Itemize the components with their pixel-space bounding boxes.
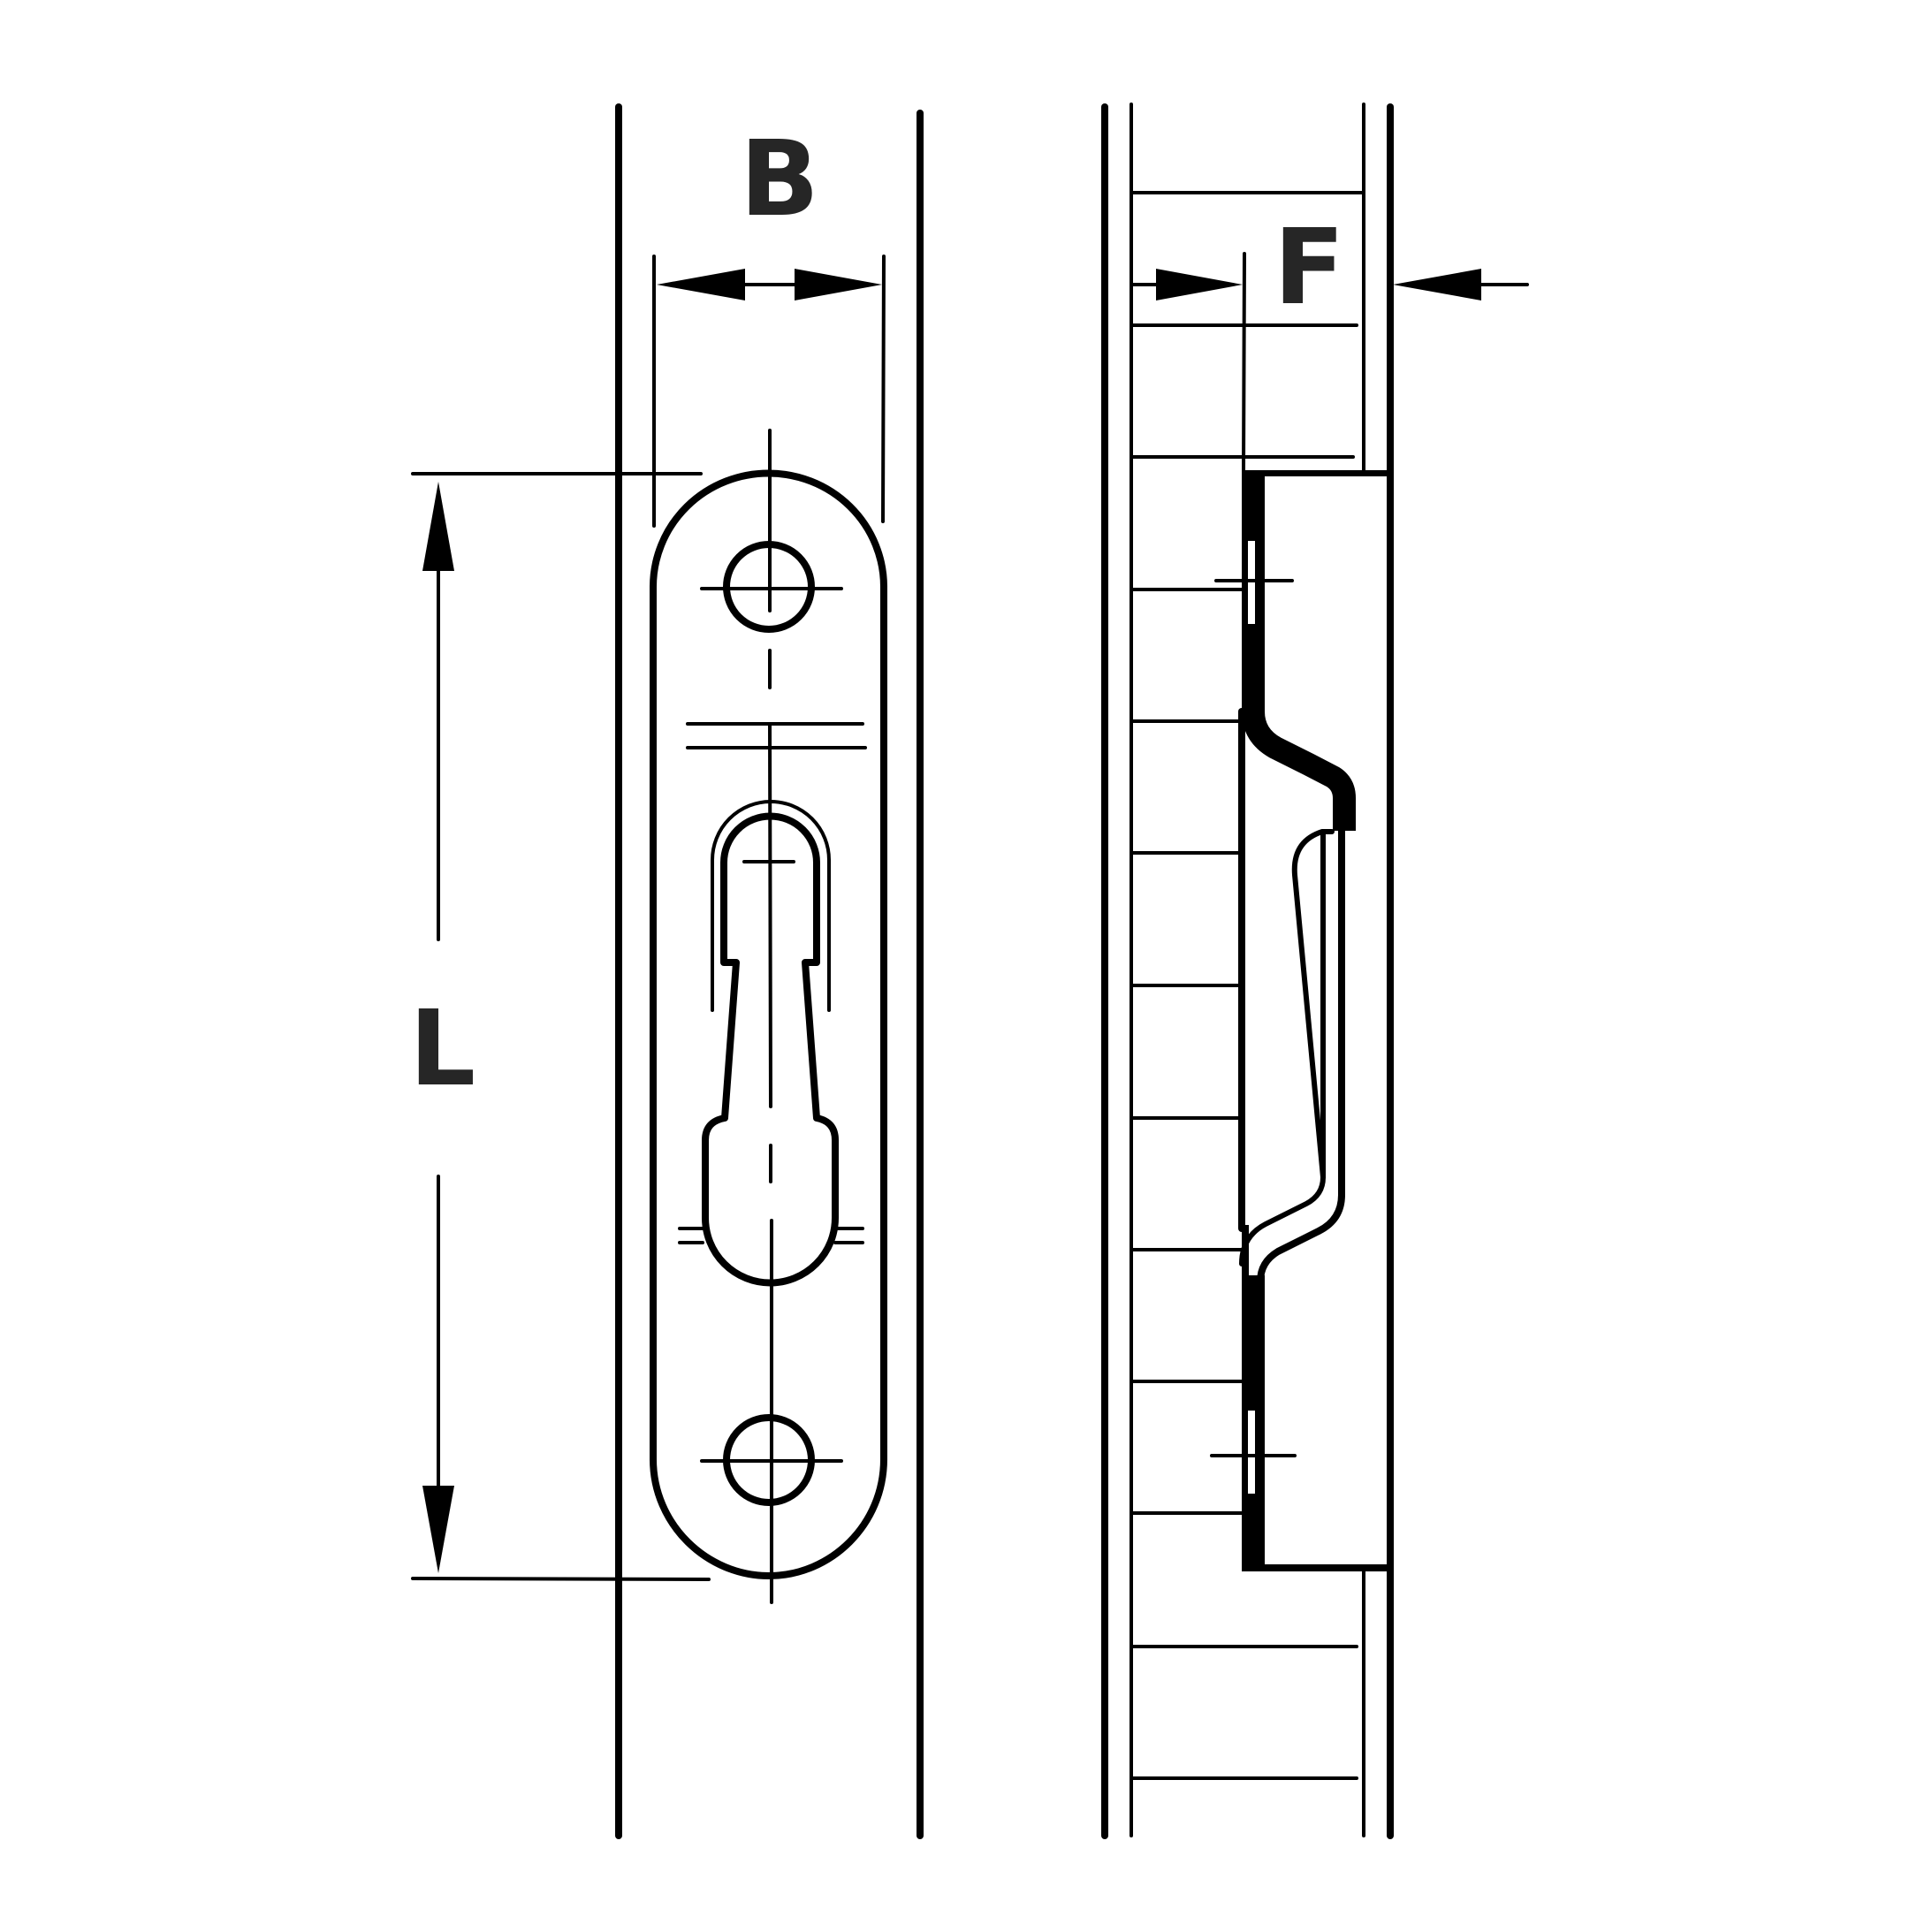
centerlines	[678, 429, 867, 1604]
plate-section	[1210, 470, 1392, 1571]
dimension-f-arrow-left	[1156, 269, 1243, 300]
plate-section-top	[1242, 470, 1392, 726]
dimension-f-label: F	[1274, 206, 1345, 328]
side-view	[1101, 103, 1529, 1839]
plate-section-bottom	[1242, 1225, 1392, 1571]
front-view	[411, 103, 924, 1839]
plate-outline	[650, 469, 887, 1579]
dimension-b	[652, 255, 886, 528]
dimension-l-arrow-bottom	[422, 1486, 454, 1573]
dimension-b-arrow-left	[657, 269, 745, 300]
dimension-f-arrow-right	[1393, 269, 1481, 300]
dimension-b-label: B	[740, 118, 819, 240]
dimension-l-label: L	[409, 987, 475, 1109]
plate-section-bend-inner	[1239, 829, 1335, 1266]
dimension-l-arrow-top	[422, 482, 454, 571]
plate-section-bend-top	[1242, 711, 1356, 831]
dimension-l	[411, 472, 711, 1581]
plate-section-bend-bottom	[1257, 1191, 1345, 1289]
keyhole-slot	[702, 812, 839, 1287]
dimension-f	[1130, 252, 1529, 474]
section-bottom-screw-slot	[1248, 1411, 1255, 1494]
dimension-b-arrow-right	[795, 269, 882, 300]
